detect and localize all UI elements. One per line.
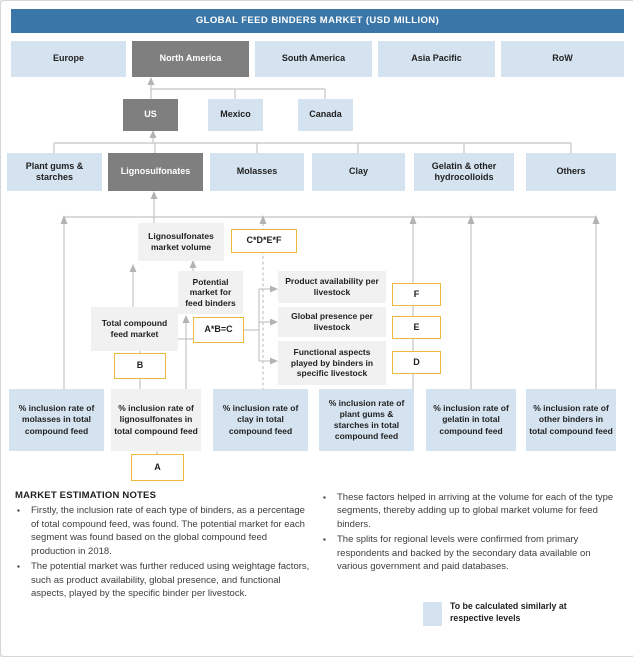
segment-plant-gums-starches: Plant gums & starches [7, 153, 102, 191]
region-south-america: South America [255, 41, 372, 77]
arrowheads [60, 77, 600, 365]
notes-title: MARKET ESTIMATION NOTES [15, 490, 157, 501]
flow-label-b: B [114, 353, 166, 379]
bullet-icon: ▪ [323, 535, 326, 545]
segment-gelatin-hydrocolloids: Gelatin & other hydrocolloids [414, 153, 514, 191]
flow-total-compound-feed-market: Total compound feed market [91, 307, 178, 351]
region-row: RoW [501, 41, 624, 77]
flow-factor-product-availability: Product availability per livestock [278, 271, 386, 303]
note-bullet: ▪ Firstly, the inclusion rate of each ty… [17, 505, 305, 557]
notes-right-column: ▪ These factors helped in arriving at th… [321, 491, 623, 576]
country-us: US [123, 99, 178, 131]
flow-label-a: A [131, 454, 184, 481]
flow-label-f: F [392, 283, 441, 306]
inclusion-rate-lignosulfonates: % inclusion rate of lignosulfonates in t… [111, 389, 201, 451]
segment-lignosulfonates: Lignosulfonates [108, 153, 203, 191]
inclusion-rate-gelatin: % inclusion rate of gelatin in total com… [426, 389, 516, 451]
country-mexico: Mexico [208, 99, 263, 131]
flow-potential-market: Potential market for feed binders [178, 271, 243, 314]
legend-label: To be calculated similarly at respective… [450, 601, 567, 623]
note-bullet: ▪ These factors helped in arriving at th… [323, 492, 614, 530]
bullet-icon: ▪ [323, 493, 326, 502]
country-canada: Canada [298, 99, 353, 131]
inclusion-rate-clay: % inclusion rate of clay in total compou… [213, 389, 308, 451]
inclusion-rate-molasses: % inclusion rate of molasses in total co… [9, 389, 104, 451]
flow-formula-abc: A*B=C [193, 317, 244, 343]
segment-others: Others [526, 153, 616, 191]
region-asia-pacific: Asia Pacific [378, 41, 495, 77]
flow-factor-global-presence: Global presence per livestock [278, 307, 386, 337]
flow-lignosulfonates-market-volume: Lignosulfonates market volume [138, 223, 224, 261]
segment-molasses: Molasses [210, 153, 304, 191]
diagram-title: GLOBAL FEED BINDERS MARKET (USD MILLION) [11, 9, 624, 33]
bullet-icon: ▪ [17, 562, 20, 572]
segment-clay: Clay [312, 153, 405, 191]
flow-label-e: E [392, 316, 441, 339]
bullet-icon: ▪ [17, 506, 20, 516]
note-bullet: ▪ The splits for regional levels were co… [323, 534, 591, 573]
region-north-america: North America [132, 41, 249, 77]
region-europe: Europe [11, 41, 126, 77]
flow-factor-functional-aspects: Functional aspects played by binders in … [278, 341, 386, 385]
inclusion-rate-other-binders: % inclusion rate of other binders in tot… [526, 389, 616, 451]
flow-formula-cdef: C*D*E*F [231, 229, 297, 253]
inclusion-rate-plant-gums: % inclusion rate of plant gums & starche… [319, 389, 414, 451]
flow-label-d: D [392, 351, 441, 374]
notes-left-column: MARKET ESTIMATION NOTES ▪ Firstly, the i… [15, 489, 313, 603]
legend-swatch [423, 602, 442, 626]
tree-lines [53, 84, 597, 454]
note-bullet: ▪ The potential market was further reduc… [17, 561, 310, 600]
